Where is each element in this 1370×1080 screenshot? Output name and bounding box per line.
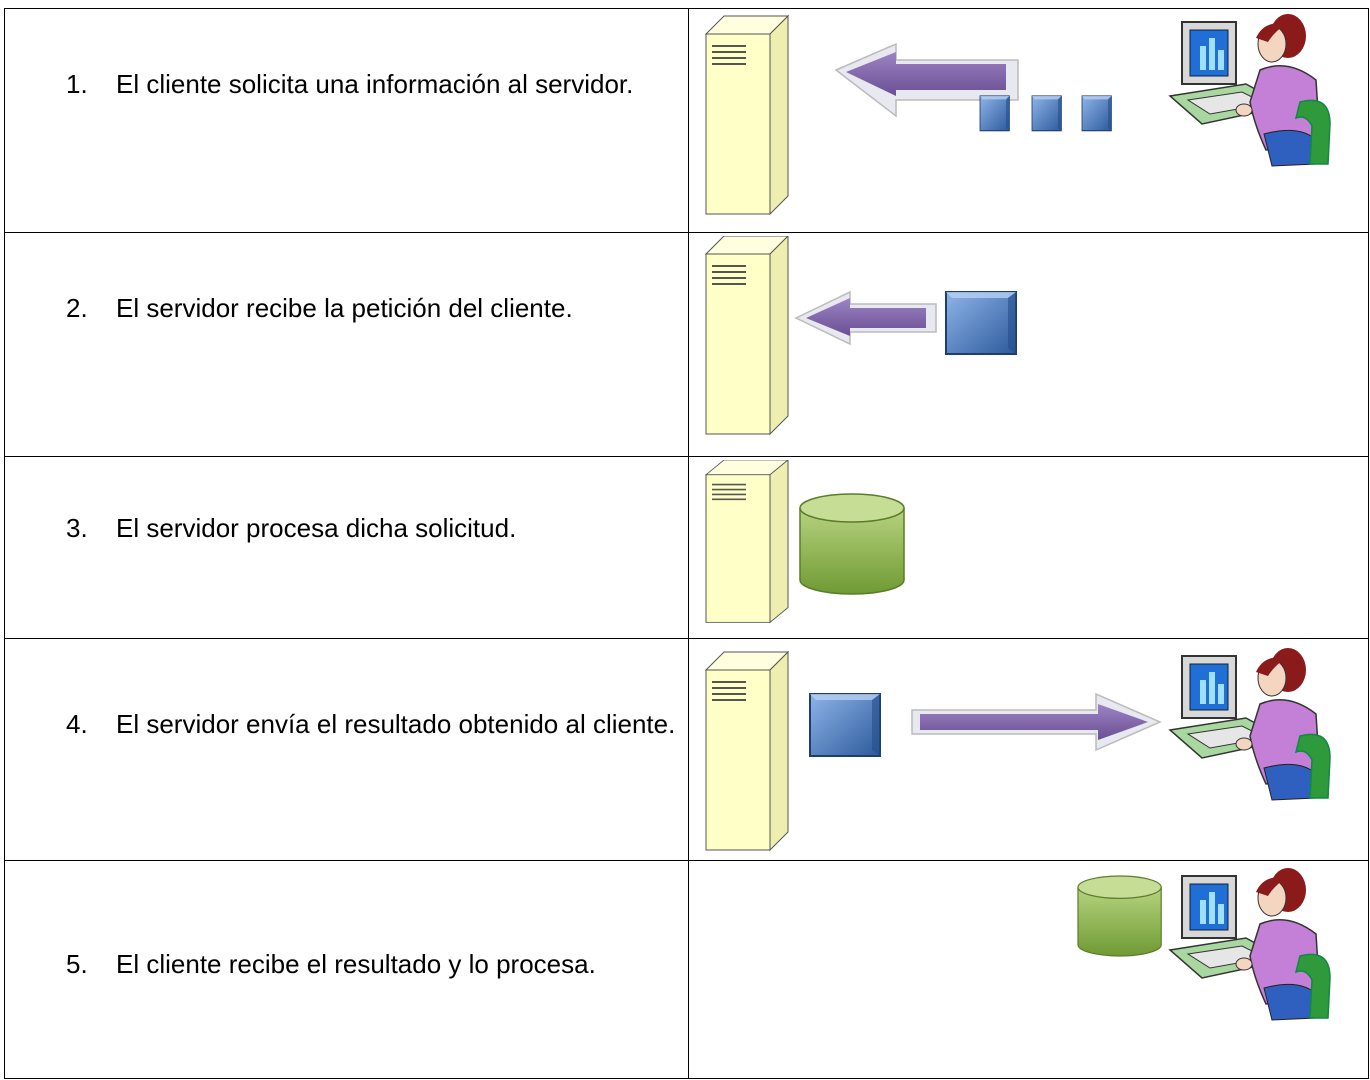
arrow-icon <box>794 290 937 346</box>
row-divider <box>4 232 1369 233</box>
step-2-label: El servidor recibe la petición del clien… <box>116 293 573 323</box>
person-at-computer-icon <box>1169 647 1331 801</box>
step-1-text: 1. El cliente solicita una información a… <box>66 60 676 108</box>
data-packet-icon <box>979 95 1010 132</box>
step-4-label: El servidor envía el resultado obtenido … <box>116 709 676 739</box>
database-cylinder-icon <box>799 493 905 595</box>
step-5-text: 5. El cliente recibe el resultado y lo p… <box>66 940 676 988</box>
step-1-illustration <box>705 13 1331 215</box>
step-3-illustration <box>705 460 905 624</box>
row-divider <box>4 860 1369 861</box>
step-2-text: 2. El servidor recibe la petición del cl… <box>66 284 676 332</box>
step-3-number: 3. <box>66 513 88 543</box>
database-cylinder-icon <box>1077 875 1162 957</box>
data-packet-icon <box>1031 95 1062 132</box>
arrow-icon <box>911 692 1162 752</box>
table-border <box>4 8 1369 1079</box>
server-tower-icon <box>705 236 789 435</box>
data-packet-icon <box>945 291 1017 355</box>
person-at-computer-icon <box>1169 13 1331 167</box>
step-4-number: 4. <box>66 709 88 739</box>
column-divider <box>688 8 689 1079</box>
person-at-computer-icon <box>1169 867 1331 1021</box>
server-tower-icon <box>705 460 789 624</box>
server-tower-icon <box>705 15 789 215</box>
step-1-number: 1. <box>66 69 88 99</box>
step-2-illustration <box>705 236 1017 435</box>
step-3-text: 3. El servidor procesa dicha solicitud. <box>66 504 676 552</box>
step-5-illustration <box>1077 867 1331 1021</box>
server-tower-icon <box>705 651 789 851</box>
row-divider <box>4 456 1369 457</box>
data-packet-icon <box>1081 95 1112 132</box>
step-4-illustration <box>705 647 1331 851</box>
step-3-label: El servidor procesa dicha solicitud. <box>116 513 517 543</box>
step-5-number: 5. <box>66 949 88 979</box>
step-2-number: 2. <box>66 293 88 323</box>
row-divider <box>4 638 1369 639</box>
step-1-label: El cliente solicita una información al s… <box>116 69 634 99</box>
data-packet-icon <box>809 693 881 757</box>
arrow-icon <box>834 42 1019 118</box>
step-5-label: El cliente recibe el resultado y lo proc… <box>116 949 596 979</box>
step-4-text: 4. El servidor envía el resultado obteni… <box>66 700 676 748</box>
